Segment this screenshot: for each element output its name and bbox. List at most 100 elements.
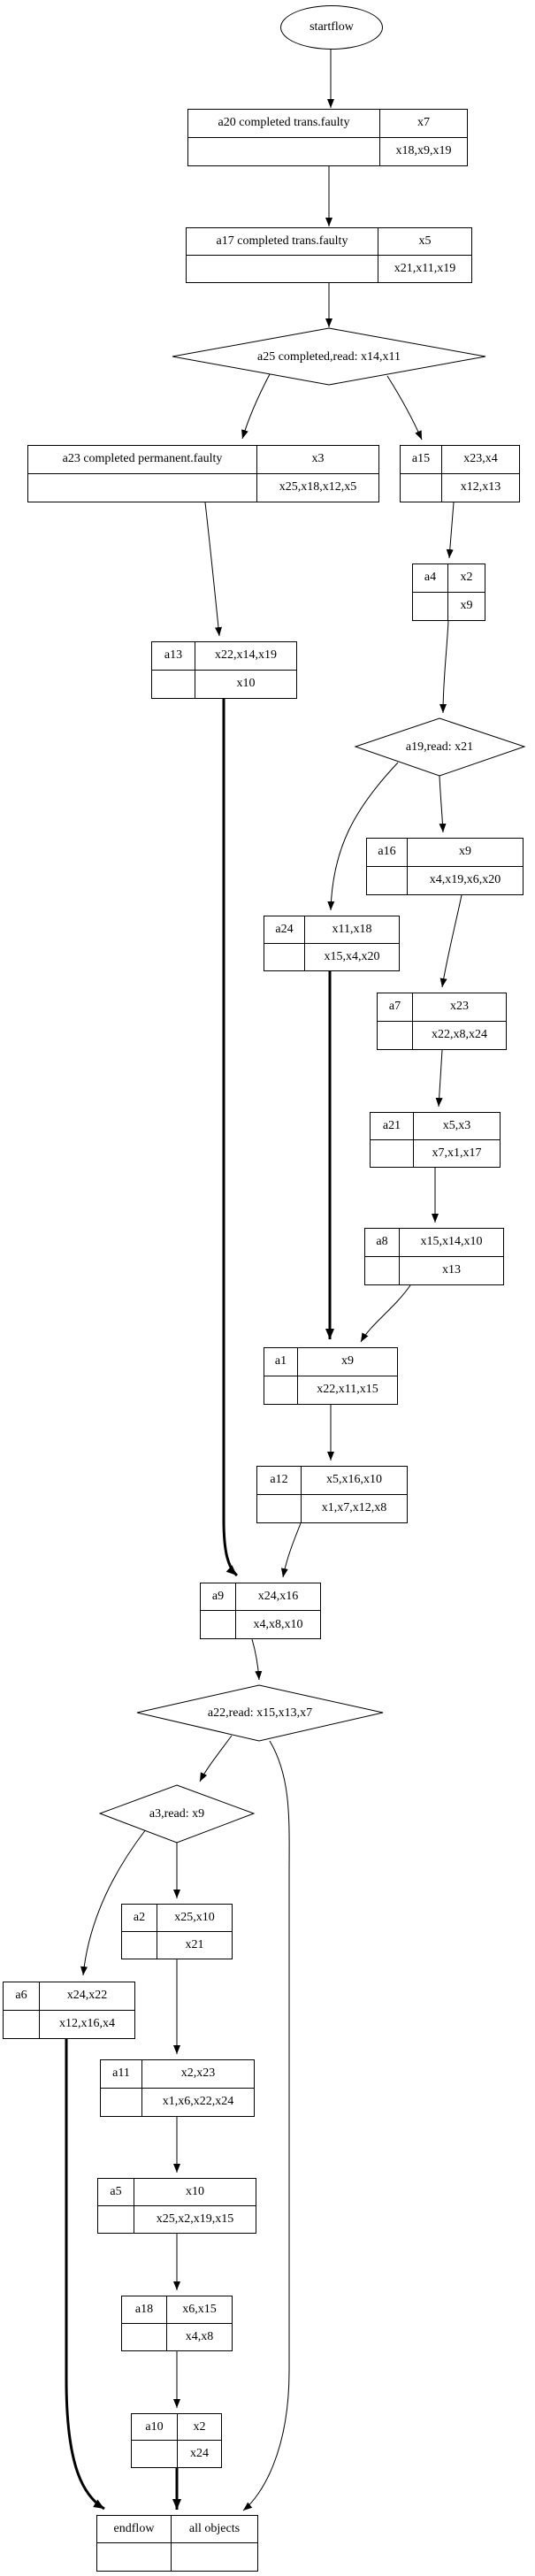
node-a8-top-right: x15,x14,x10: [400, 1229, 503, 1257]
node-a13-top-right: x22,x14,x19: [195, 642, 296, 671]
decision-a19-shape: [354, 717, 526, 777]
node-a7: a7 x23 x22,x8,x24: [377, 993, 507, 1050]
node-a8-bottom-left: [365, 1256, 400, 1284]
edge-a4-a19: [439, 620, 449, 714]
node-a17-bottom-left: [187, 255, 378, 282]
node-a20-bottom-left: [188, 137, 380, 165]
node-a24-label: a24: [264, 916, 305, 944]
node-a12-bottom-right: x1,x7,x12,x8: [321, 1501, 387, 1515]
edge-a15-a4: [446, 502, 455, 559]
node-a4-label: a4: [413, 564, 448, 593]
node-a23-top-right: x3: [257, 446, 378, 474]
node-a9-top-right: x24,x16: [236, 1583, 320, 1611]
node-a15-bottom-right: x12,x13: [460, 480, 501, 494]
edge-a22-a3: [199, 1735, 233, 1782]
node-a18-top-right: x6,x15: [167, 2296, 232, 2324]
node-a11-bottom-left: [101, 2088, 142, 2116]
node-a2-top-right: x25,x10: [157, 1905, 232, 1932]
node-a24-bottom-right: x15,x4,x20: [324, 949, 380, 963]
node-a1-bottom-right: x22,x11,x15: [317, 1383, 378, 1397]
node-a1-top-right: x9: [298, 1348, 397, 1376]
edge-a3-a6: [80, 1828, 147, 1976]
node-endflow-bottom-right: [172, 2543, 257, 2571]
edge-a19-a24: [327, 762, 399, 911]
node-a17-label: a17 completed trans.faulty: [187, 228, 378, 256]
node-a21-bottom-right: x7,x1,x17: [432, 1146, 482, 1160]
node-a16-bottom-right: x4,x19,x6,x20: [429, 873, 501, 887]
node-a7-label: a7: [378, 993, 413, 1022]
node-a10: a10 x2 x24: [131, 2413, 222, 2468]
node-a15-label: a15: [401, 446, 442, 474]
node-a18-bottom-left: [122, 2323, 167, 2350]
node-a2-bottom-right: x21: [185, 1937, 204, 1951]
node-a12-top-right: x5,x16,x10: [302, 1467, 407, 1495]
node-a1: a1 x9 x22,x11,x15: [264, 1347, 398, 1405]
edge-a16-a7: [439, 894, 462, 988]
edge-a25-a15: [386, 375, 423, 441]
node-endflow: endflow all objects: [96, 2515, 258, 2572]
node-a17-top-right: x5: [378, 228, 471, 256]
node-a7-bottom-right: x22,x8,x24: [432, 1028, 487, 1042]
node-a16: a16 x9 x4,x19,x6,x20: [366, 838, 524, 895]
node-a6-bottom-left: [4, 2010, 40, 2038]
node-a10-label: a10: [132, 2414, 178, 2441]
node-a6: a6 x24,x22 x12,x16,x4: [3, 1982, 135, 2039]
node-a20-top-right: x7: [380, 110, 467, 138]
node-a21: a21 x5,x3 x7,x1,x17: [370, 1112, 501, 1168]
node-a5-label: a5: [98, 2179, 134, 2206]
node-a1-bottom-left: [264, 1376, 298, 1404]
decision-a22-shape: [136, 1684, 384, 1742]
node-a1-label: a1: [264, 1348, 298, 1376]
node-a2-label: a2: [122, 1905, 157, 1932]
node-a13-bottom-right: x10: [236, 677, 256, 691]
node-a24: a24 x11,x18 x15,x4,x20: [264, 916, 400, 971]
node-a15: a15 x23,x4 x12,x13: [400, 445, 520, 502]
node-a23-bottom-right: x25,x18,x12,x5: [279, 480, 357, 494]
node-a9-label: a9: [201, 1583, 236, 1611]
node-a23-bottom-left: [28, 473, 257, 502]
node-a18: a18 x6,x15 x4,x8: [121, 2296, 233, 2351]
decision-a3-shape: [98, 1784, 256, 1844]
node-a24-top-right: x11,x18: [305, 916, 399, 944]
edge-a13-a9: [222, 699, 239, 1577]
node-a13-bottom-left: [152, 670, 195, 698]
node-a20-bottom-right: x18,x9,x19: [395, 144, 452, 158]
edge-a8-a1: [360, 1284, 411, 1343]
node-a12-bottom-left: [257, 1494, 302, 1522]
node-a18-label: a18: [122, 2296, 167, 2324]
node-a15-bottom-left: [401, 473, 442, 502]
node-a9-bottom-right: x4,x8,x10: [253, 1617, 303, 1631]
node-a9-bottom-left: [201, 1611, 236, 1638]
node-endflow-bottom-left: [97, 2543, 172, 2571]
decision-a22-label: a22,read: x15,x13,x7: [207, 1706, 313, 1720]
node-a15-top-right: x23,x4: [442, 446, 519, 474]
node-a11-label: a11: [101, 2060, 142, 2089]
node-a16-top-right: x9: [408, 839, 523, 867]
node-a4-bottom-right: x9: [460, 599, 473, 613]
edge-a6-endflow: [65, 2039, 105, 2511]
node-a10-bottom-left: [132, 2441, 178, 2467]
decision-a19-label: a19,read: x21: [405, 740, 474, 754]
node-a5-top-right: x10: [134, 2179, 256, 2206]
node-a12-label: a12: [257, 1467, 302, 1495]
node-a9: a9 x24,x16 x4,x8,x10: [200, 1583, 321, 1639]
start-node-label: startflow: [310, 20, 354, 34]
node-a20: a20 completed trans.faulty x7 x18,x9,x19: [187, 109, 468, 166]
node-endflow-top-right: all objects: [172, 2516, 257, 2543]
decision-a25-label: a25 completed,read: x14,x11: [257, 350, 401, 364]
start-node: startflow: [280, 5, 383, 50]
node-a13-label: a13: [152, 642, 195, 671]
node-a20-label: a20 completed trans.faulty: [188, 110, 380, 138]
node-a7-bottom-left: [378, 1021, 413, 1049]
node-a21-label: a21: [371, 1113, 414, 1140]
node-a17: a17 completed trans.faulty x5 x21,x11,x1…: [186, 227, 472, 283]
node-a23: a23 completed permanent.faulty x3 x25,x1…: [27, 445, 379, 502]
node-a5: a5 x10 x25,x2,x19,x15: [97, 2178, 256, 2234]
edge-a22-endflow: [242, 1740, 290, 2511]
edge-a19-a16: [439, 775, 447, 833]
node-a4-bottom-left: [413, 592, 448, 620]
edge-a9-a22: [251, 1638, 263, 1681]
node-a13: a13 x22,x14,x19 x10: [151, 641, 297, 699]
